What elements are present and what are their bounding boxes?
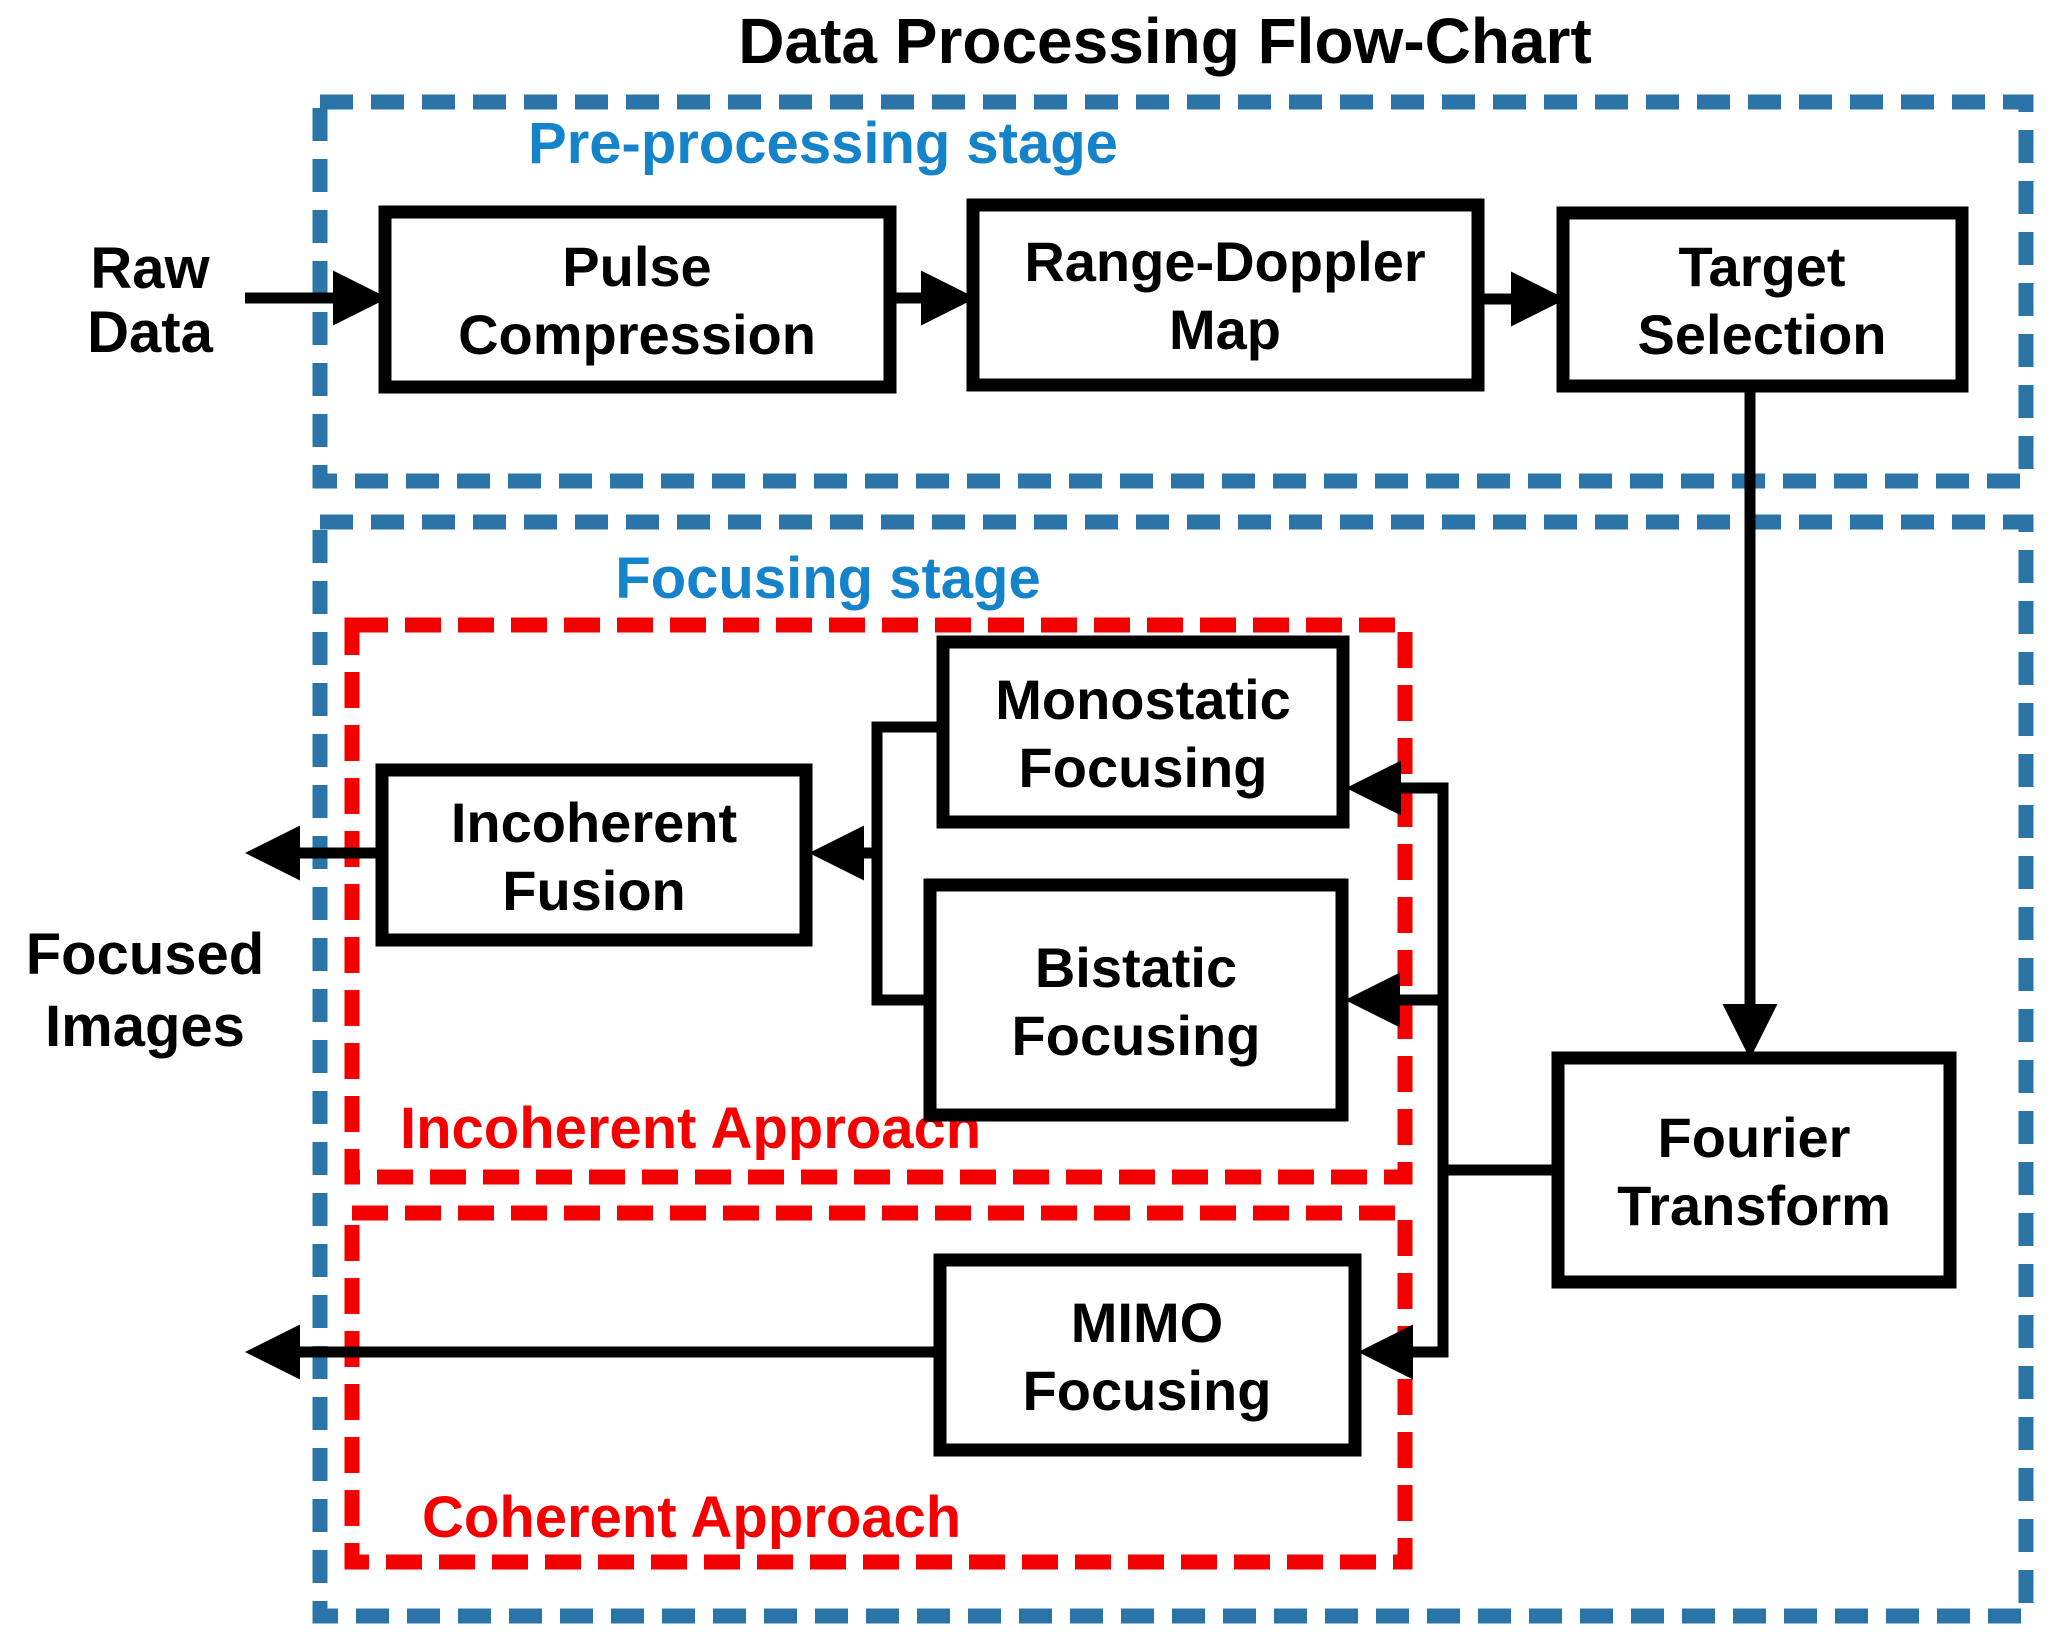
pulse-compression-label-line1: Pulse xyxy=(562,235,711,298)
preprocessing-stage-label: Pre-processing stage xyxy=(528,111,1118,176)
focused-images-line1: Focused xyxy=(26,922,265,987)
bistatic-focusing-label-line2: Focusing xyxy=(1012,1004,1261,1067)
pulse-compression-box xyxy=(378,205,897,394)
focused-images-label: Focused Images xyxy=(26,922,265,1059)
target-selection-label-line1: Target xyxy=(1679,235,1846,298)
node-range-doppler-map: Range-Doppler Map xyxy=(966,198,1485,392)
node-bistatic-focusing: Bistatic Focusing xyxy=(923,878,1349,1122)
coherent-approach-container xyxy=(344,1205,1413,1570)
focused-images-line2: Images xyxy=(45,994,245,1059)
bistatic-focusing-box xyxy=(923,878,1349,1122)
node-target-selection: Target Selection xyxy=(1556,206,1969,393)
incoherent-fusion-label-line2: Fusion xyxy=(502,859,686,922)
node-mimo-focusing: MIMO Focusing xyxy=(933,1253,1362,1457)
fourier-transform-label-line2: Transform xyxy=(1617,1174,1891,1237)
preprocessing-stage-container xyxy=(312,94,2034,489)
mimo-focusing-label-line1: MIMO xyxy=(1071,1291,1223,1354)
focusing-stage-label: Focusing stage xyxy=(615,546,1040,611)
bistatic-focusing-label-line1: Bistatic xyxy=(1035,936,1237,999)
incoherent-approach-label: Incoherent Approach xyxy=(400,1096,981,1161)
diagram-title: Data Processing Flow-Chart xyxy=(738,5,1592,77)
monostatic-focusing-box xyxy=(936,635,1350,829)
target-selection-label-line2: Selection xyxy=(1638,303,1887,366)
target-selection-box xyxy=(1556,206,1969,393)
range-doppler-map-label-line2: Map xyxy=(1169,298,1281,361)
node-monostatic-focusing: Monostatic Focusing xyxy=(936,635,1350,829)
range-doppler-map-label-line1: Range-Doppler xyxy=(1024,230,1425,293)
fourier-transform-box xyxy=(1551,1051,1957,1289)
node-pulse-compression: Pulse Compression xyxy=(378,205,897,394)
coherent-approach-label: Coherent Approach xyxy=(422,1485,961,1550)
raw-data-label: Raw Data xyxy=(87,236,213,365)
range-doppler-map-box xyxy=(966,198,1485,392)
mimo-focusing-label-line2: Focusing xyxy=(1023,1359,1272,1422)
raw-data-line2: Data xyxy=(87,300,213,365)
pulse-compression-label-line2: Compression xyxy=(458,303,816,366)
incoherent-fusion-label-line1: Incoherent xyxy=(451,791,737,854)
fourier-transform-label-line1: Fourier xyxy=(1658,1106,1851,1169)
monostatic-focusing-label-line1: Monostatic xyxy=(995,668,1291,731)
node-incoherent-fusion: Incoherent Fusion xyxy=(375,763,813,947)
focusing-stage-container xyxy=(312,514,2034,1624)
incoherent-fusion-box xyxy=(375,763,813,947)
monostatic-focusing-label-line2: Focusing xyxy=(1019,736,1268,799)
node-fourier-transform: Fourier Transform xyxy=(1551,1051,1957,1289)
raw-data-line1: Raw xyxy=(90,236,210,301)
mimo-focusing-box xyxy=(933,1253,1362,1457)
incoherent-approach-container xyxy=(344,617,1413,1185)
